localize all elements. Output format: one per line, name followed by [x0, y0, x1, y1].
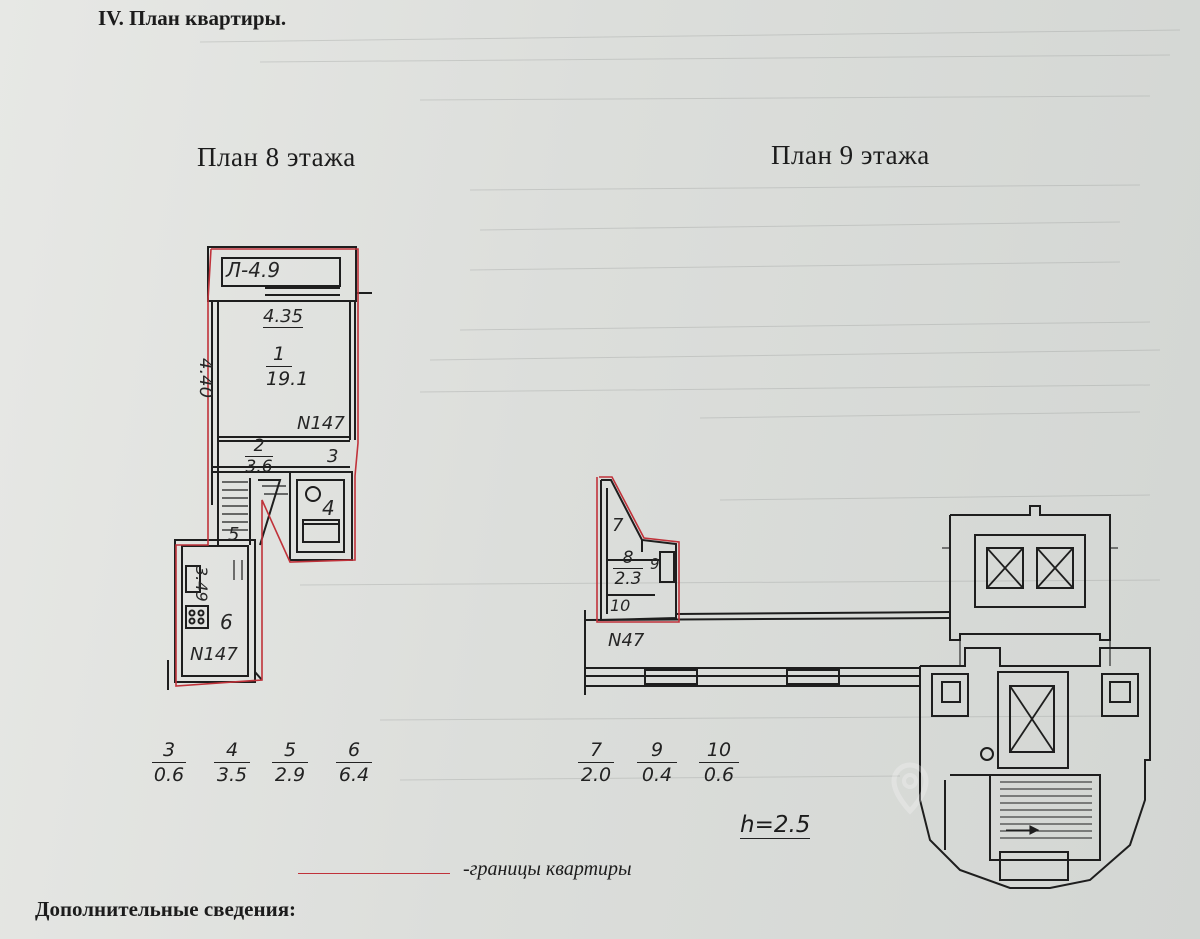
apartment-boundary-legend-text: -границы квартиры	[463, 858, 632, 880]
floor8-apartment-mark-upper: N147	[297, 413, 345, 434]
floor8-apartment-boundary	[175, 248, 359, 687]
floor8-room2-label: 2 3.6	[245, 436, 273, 477]
floor8-title: План 8 этажа	[197, 142, 356, 172]
ceiling-height-mark: h=2.5	[740, 812, 811, 839]
floor9-room10-number: 10	[610, 596, 631, 615]
floor8-room6-number: 6	[220, 610, 233, 634]
location-pin-watermark-icon	[891, 762, 929, 815]
floor9-title: План 9 этажа	[771, 140, 930, 170]
floor9-apartment-boundary	[596, 476, 680, 623]
additional-info-label: Дополнительные сведения:	[35, 897, 297, 921]
floor8-room3-number: 3	[327, 446, 339, 467]
floor8-room4-number: 4	[322, 496, 335, 520]
floor8-apartment-mark-lower: N147	[190, 644, 238, 665]
floor8-balcony-label: Л-4.9	[226, 258, 281, 282]
floor8-room1-width: 4.35	[263, 306, 304, 328]
floor8-balcony	[207, 246, 357, 302]
section-title: IV. План квартиры.	[98, 6, 287, 30]
floor9-apartment-mark: N47	[608, 630, 645, 651]
floor9-room7-number: 7	[612, 515, 624, 536]
apartment-boundary-legend-line	[298, 873, 450, 874]
floor9-room8-label: 8 2.3	[613, 548, 643, 589]
floor9-room9-number: 9	[650, 555, 660, 573]
floor8-room5-number: 5	[228, 524, 240, 545]
